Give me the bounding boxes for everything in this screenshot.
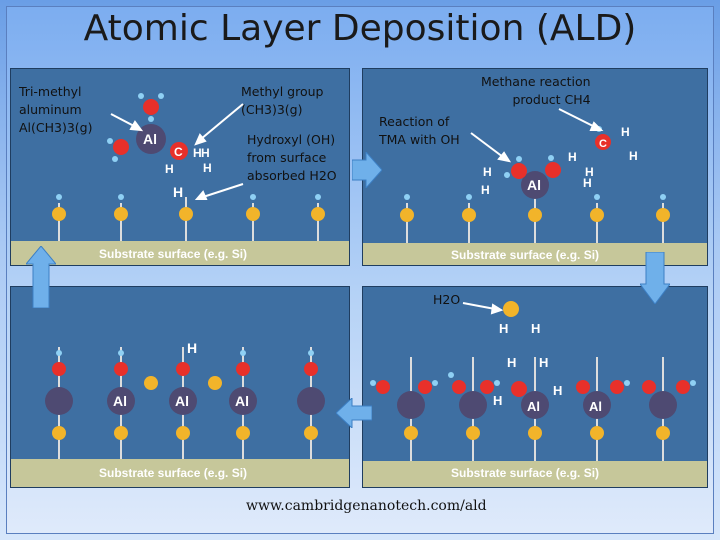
- arrow-left-icon: [336, 398, 372, 428]
- carbon-text: C: [174, 145, 183, 159]
- label-h2o: H2O: [433, 292, 461, 307]
- label-methyl-line1: Methyl group: [241, 84, 324, 99]
- panel-monolayer: Substrate surface (e.g. Si) Al Al Al H: [10, 286, 350, 488]
- label-tma-line1: Tri-methyl: [19, 84, 82, 99]
- pointer-arrows: [462, 302, 504, 315]
- atom-label: Al: [113, 393, 127, 409]
- panel-reaction-drawing: Substrate surface (e.g. Si) Al C HH HH H…: [363, 108, 707, 265]
- atom-label: C: [599, 138, 607, 150]
- label-reaction: Reaction of TMA with OH: [379, 113, 460, 149]
- atom-label: H: [493, 393, 502, 408]
- atom-label: H: [583, 176, 592, 190]
- label-methane-line1: Methane reaction: [481, 74, 591, 89]
- atom-label: H: [507, 355, 516, 370]
- label-reaction-line1: Reaction of: [379, 114, 450, 129]
- atom-label: H: [553, 383, 562, 398]
- al-atom: [521, 171, 549, 199]
- atom-label: Al: [235, 393, 249, 409]
- substrate-band: [11, 241, 349, 265]
- label-methyl-line2: (CH3)3(g): [241, 102, 303, 117]
- pointer-arrows: [470, 108, 604, 163]
- label-hydroxyl-line2: from surface: [247, 150, 327, 165]
- methyl-carbon: [143, 99, 159, 115]
- atom-label: H: [483, 165, 492, 179]
- surface-hydrogen-dots: [56, 194, 321, 200]
- atom-label: H: [203, 161, 212, 175]
- atom-label: H: [499, 321, 508, 336]
- slide-title: Atomic Layer Deposition (ALD): [83, 8, 637, 49]
- substrate-label: Substrate surface (e.g. Si): [451, 248, 599, 262]
- al-atom-row: [45, 387, 325, 415]
- surface-hydrogen-dots: [404, 194, 666, 200]
- methyl-carbon: [113, 139, 129, 155]
- label-tma-line2: aluminum: [19, 102, 82, 117]
- label-methane: Methane reaction product CH4: [481, 73, 591, 109]
- atom-label: Al: [527, 399, 540, 414]
- label-hydroxyl: Hydroxyl (OH) from surface absorbed H2O: [247, 131, 337, 185]
- label-hydroxyl-line3: absorbed H2O: [247, 168, 337, 183]
- substrate-label: Substrate surface (e.g. Si): [99, 466, 247, 480]
- atom-label: Al: [527, 177, 541, 193]
- panel-monolayer-drawing: Substrate surface (e.g. Si) Al Al Al H: [11, 340, 349, 487]
- substrate-label: Substrate surface (e.g. Si): [451, 466, 599, 480]
- atom-label: H: [568, 150, 577, 164]
- al-text: Al: [143, 131, 157, 147]
- label-hydroxyl-line1: Hydroxyl (OH): [247, 132, 336, 147]
- arrow-up-icon: [26, 246, 56, 308]
- atom-label: H: [531, 321, 540, 336]
- substrate-band: [11, 459, 349, 487]
- arrow-down-icon: [640, 252, 670, 304]
- label-methyl: Methyl group (CH3)3(g): [241, 83, 323, 119]
- hydroxyl-h-text: H: [173, 184, 183, 200]
- atom-label: H: [629, 149, 638, 163]
- label-tma-line3: Al(CH3)3(g): [19, 120, 93, 135]
- atom-label: Al: [589, 399, 602, 414]
- atom-label: H: [481, 183, 490, 197]
- panel-tma-drawing: Substrate surface (e.g. Si) H Al C H H: [11, 93, 349, 265]
- source-url: www.cambridgenanotech.com/ald: [246, 498, 487, 514]
- atom-label: H: [187, 340, 197, 356]
- substrate-band: [363, 243, 707, 265]
- surface-oxygen-atoms: [400, 208, 670, 222]
- substrate-band: [363, 461, 707, 487]
- atom-label: Al: [175, 393, 189, 409]
- label-methane-line2: product CH4: [512, 92, 591, 107]
- methyl-carbon: [170, 142, 188, 160]
- atom-label: H: [585, 165, 594, 179]
- panel-tma-exposure: Substrate surface (e.g. Si) H Al C H H: [10, 68, 350, 266]
- surface-oxygen-atoms: [52, 207, 325, 221]
- atom-label: H: [165, 162, 174, 176]
- substrate-label: Substrate surface (e.g. Si): [99, 247, 247, 261]
- atom-label: H: [201, 146, 210, 160]
- al-atom: [136, 124, 166, 154]
- atom-label: H: [193, 146, 202, 160]
- atom-label: H: [621, 125, 630, 139]
- label-tma: Tri-methyl aluminum Al(CH3)3(g): [19, 83, 93, 137]
- atom-label: H: [539, 355, 548, 370]
- arrow-right-icon: [352, 152, 382, 188]
- methyl-hydrogens: [107, 93, 164, 162]
- pointer-arrows: [110, 103, 244, 200]
- label-reaction-line2: TMA with OH: [379, 132, 460, 147]
